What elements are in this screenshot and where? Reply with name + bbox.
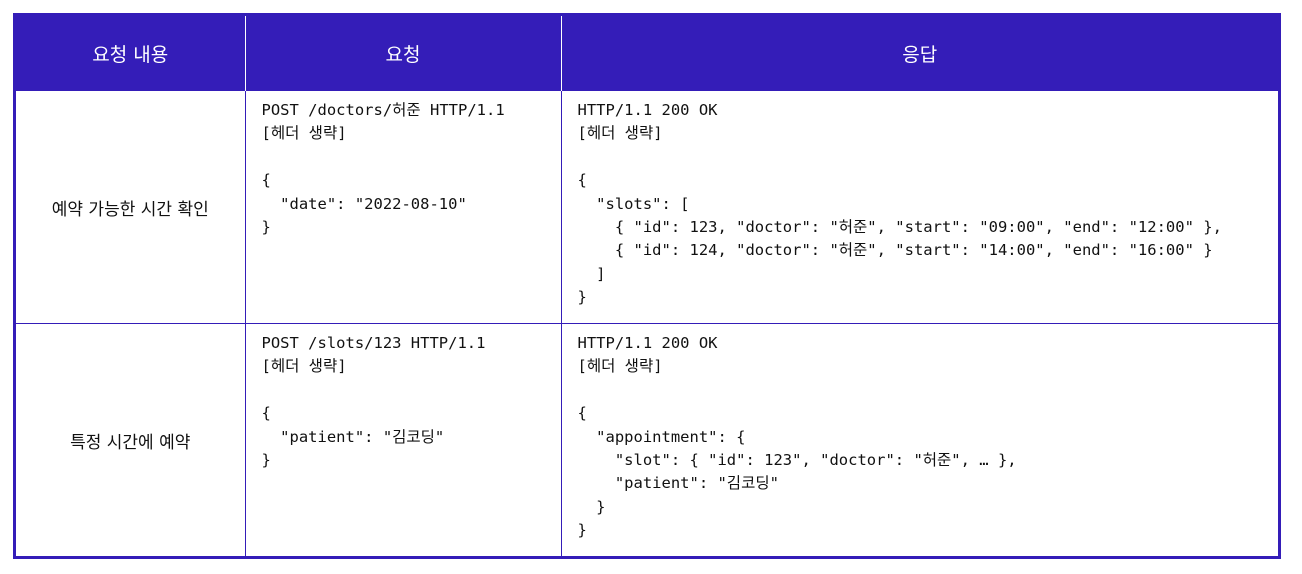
response-cell: HTTP/1.1 200 OK [헤더 생략] { "appointment":… xyxy=(561,323,1278,556)
header-request-content: 요청 내용 xyxy=(16,16,246,91)
request-code-block: POST /doctors/허준 HTTP/1.1 [헤더 생략] { "dat… xyxy=(261,101,505,237)
table-header-row: 요청 내용 요청 응답 xyxy=(16,16,1278,91)
header-response: 응답 xyxy=(561,16,1278,91)
table-row: 특정 시간에 예약 POST /slots/123 HTTP/1.1 [헤더 생… xyxy=(16,323,1278,556)
row-label-check-available-times: 예약 가능한 시간 확인 xyxy=(16,90,246,324)
request-cell: POST /doctors/허준 HTTP/1.1 [헤더 생략] { "dat… xyxy=(245,90,562,324)
api-table-container: 요청 내용 요청 응답 예약 가능한 시간 확인 POST /doctors/허… xyxy=(13,13,1281,559)
request-cell: POST /slots/123 HTTP/1.1 [헤더 생략] { "pati… xyxy=(245,323,562,556)
api-request-response-table: 요청 내용 요청 응답 예약 가능한 시간 확인 POST /doctors/허… xyxy=(16,16,1278,556)
response-code-block: HTTP/1.1 200 OK [헤더 생략] { "appointment":… xyxy=(577,334,1017,540)
request-code-block: POST /slots/123 HTTP/1.1 [헤더 생략] { "pati… xyxy=(261,334,486,470)
response-cell: HTTP/1.1 200 OK [헤더 생략] { "slots": [ { "… xyxy=(561,90,1278,324)
header-request: 요청 xyxy=(245,16,562,91)
row-label-book-specific-time: 특정 시간에 예약 xyxy=(16,323,246,556)
table-row: 예약 가능한 시간 확인 POST /doctors/허준 HTTP/1.1 [… xyxy=(16,90,1278,324)
response-code-block: HTTP/1.1 200 OK [헤더 생략] { "slots": [ { "… xyxy=(577,101,1222,307)
